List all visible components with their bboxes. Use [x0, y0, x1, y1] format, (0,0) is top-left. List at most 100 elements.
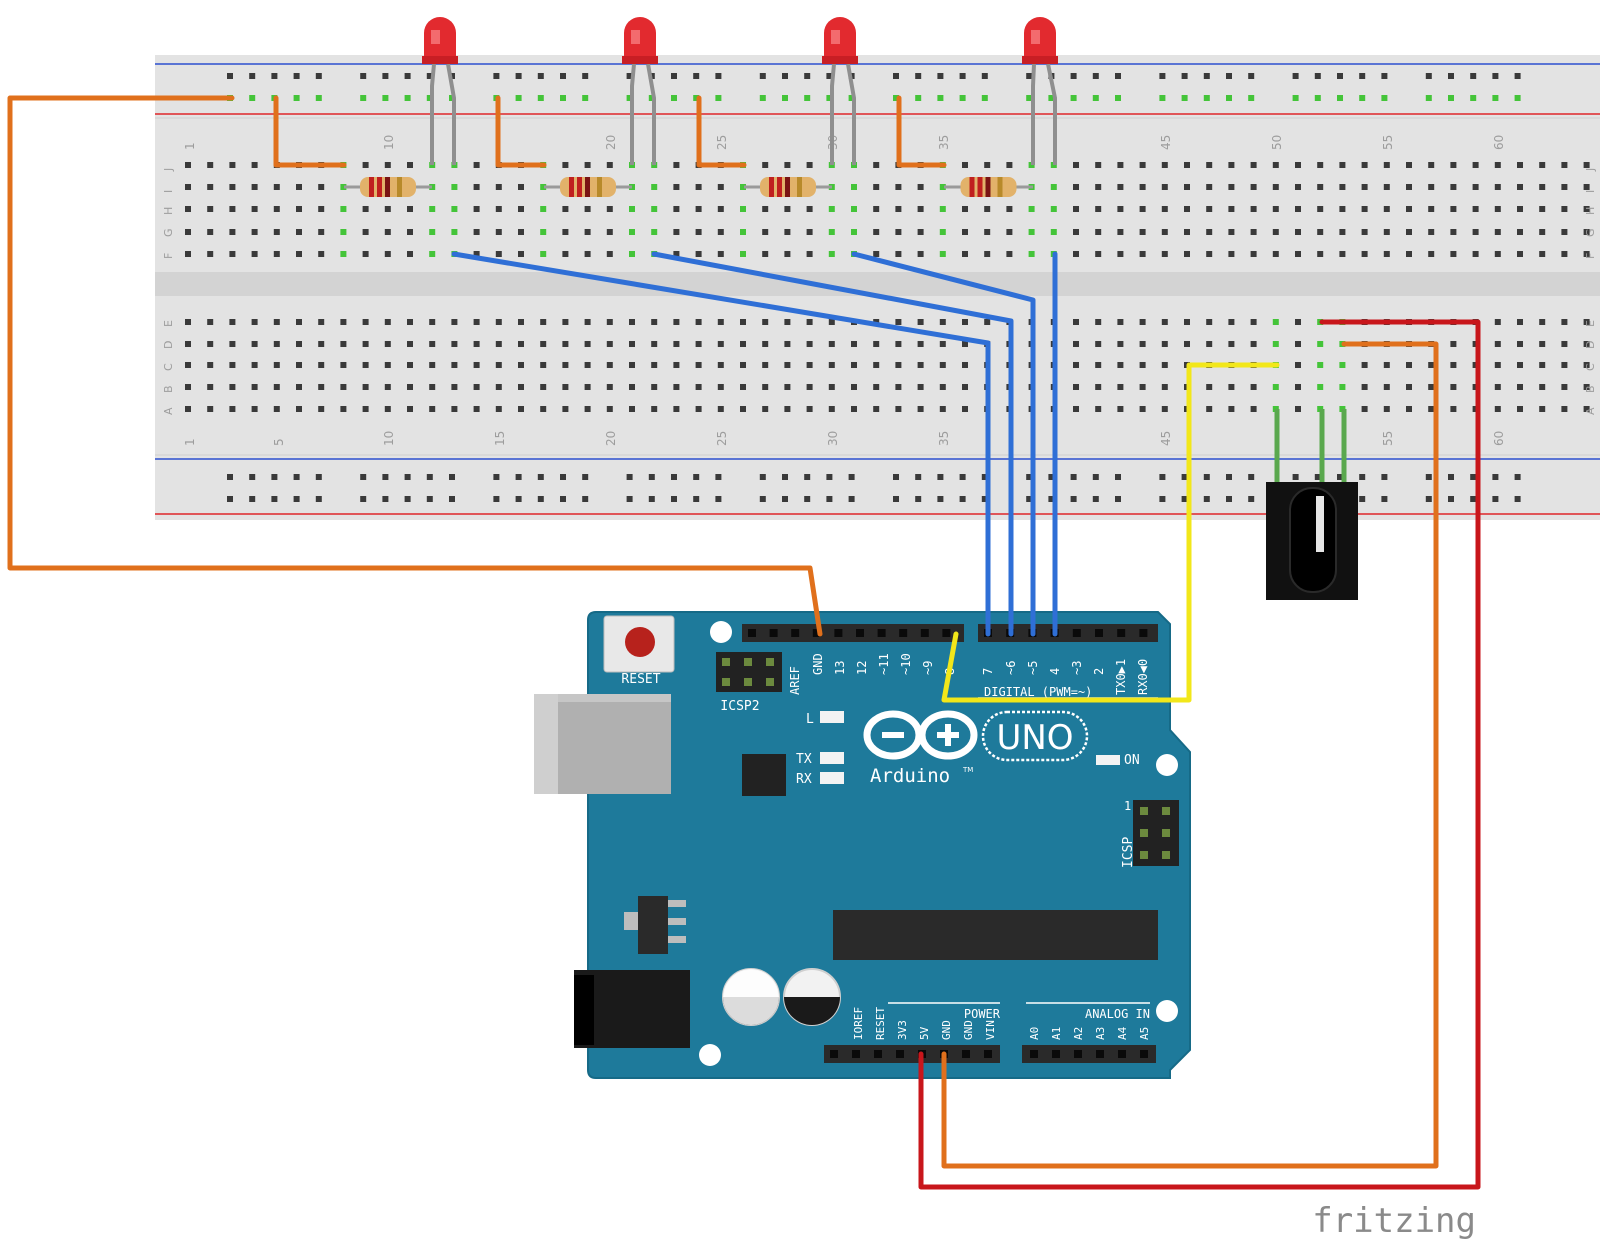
breadboard-hole: [1295, 406, 1301, 412]
breadboard-hole: [207, 206, 214, 212]
breadboard-hole: [717, 406, 724, 412]
reset-button-cap[interactable]: [625, 627, 655, 657]
breadboard-hole: [1117, 406, 1124, 412]
resistor-band: [969, 177, 975, 197]
breadboard-hole: [606, 406, 613, 412]
breadboard-hole: [229, 251, 236, 257]
row-letter-i: I: [162, 190, 175, 193]
breadboard-hole: [895, 341, 902, 347]
breadboard-hole: [784, 384, 791, 390]
breadboard-hole: [1095, 341, 1102, 347]
breadboard-hole: [584, 384, 591, 390]
rail-hole: [1514, 73, 1521, 79]
breadboard-hole: [584, 229, 591, 235]
breadboard-hole: [1228, 162, 1235, 168]
breadboard-hole: [806, 362, 813, 368]
breadboard-hole: [1406, 206, 1412, 212]
uno-text: UNO: [996, 718, 1073, 758]
breadboard-hole: [917, 229, 924, 235]
breadboard-hole: [540, 384, 547, 390]
breadboard-hole: [1406, 184, 1412, 190]
breadboard-hole: [495, 251, 502, 257]
led-leg-anode: [1046, 63, 1057, 165]
breadboard-hole: [651, 341, 658, 347]
breadboard-hole: [318, 206, 325, 212]
rail-hole: [560, 95, 566, 101]
breadboard-hole: [762, 162, 769, 168]
breadboard-hole: [1517, 206, 1523, 212]
breadboard-hole: [518, 406, 524, 412]
breadboard-hole: [1206, 206, 1213, 212]
breadboard-hole: [1295, 184, 1301, 190]
rail-hole: [1359, 73, 1366, 79]
breadboard-hole: [251, 341, 258, 347]
breadboard-hole: [296, 384, 302, 390]
breadboard-hole: [1117, 362, 1124, 368]
rail-hole: [537, 95, 544, 101]
rail-hole: [515, 95, 522, 101]
breadboard-hole: [1095, 384, 1102, 390]
breadboard-hole: [473, 406, 480, 412]
rail-hole: [671, 95, 677, 101]
header-pin: [748, 629, 756, 637]
breadboard-hole: [895, 229, 902, 235]
led-leg-cathode: [830, 63, 836, 165]
usb-chip: [742, 754, 786, 796]
breadboard-hole: [629, 206, 635, 212]
breadboard-hole: [1339, 162, 1346, 168]
wire-red-5v: [918, 319, 1481, 1190]
power-pin-label: IOREF: [852, 1007, 865, 1040]
resistor-band: [977, 177, 983, 197]
rail-hole: [826, 496, 833, 502]
breadboard-hole: [296, 362, 302, 368]
board-pcb: [587, 611, 1191, 1079]
rail-hole: [848, 95, 855, 101]
breadboard-hole: [1450, 184, 1457, 190]
resistor-band: [985, 177, 991, 197]
led-rim: [422, 56, 458, 64]
rail-hole: [848, 474, 855, 480]
rail-hole: [1425, 95, 1432, 101]
breadboard-hole: [695, 341, 702, 347]
rail-hole: [293, 496, 300, 502]
icsp2-label: ICSP2: [720, 699, 759, 714]
rail-hole: [1203, 95, 1210, 101]
rail-hole: [915, 73, 922, 79]
breadboard-hole: [806, 251, 813, 257]
breadboard-hole: [562, 406, 569, 412]
logo-minus: [882, 732, 904, 738]
breadboard-hole: [1539, 206, 1546, 212]
breadboard-hole: [1272, 229, 1279, 235]
breadboard-hole: [651, 229, 658, 235]
led-2: [622, 17, 658, 165]
breadboard-hole: [296, 319, 302, 325]
rail-hole: [759, 474, 766, 480]
breadboard-hole: [851, 406, 857, 412]
reset-label: RESET: [621, 672, 660, 687]
breadboard-hole: [1539, 341, 1546, 347]
rail-hole: [893, 73, 899, 79]
breadboard-hole: [1139, 162, 1146, 168]
breadboard-hole: [207, 384, 214, 390]
breadboard-hole: [495, 319, 502, 325]
breadboard-hole: [340, 406, 347, 412]
rail-hole: [693, 95, 700, 101]
breadboard-hole: [518, 362, 524, 368]
breadboard-hole: [1561, 362, 1568, 368]
header-pin: [1118, 1050, 1126, 1058]
col-num-top-50: 50: [1270, 135, 1284, 150]
breadboard-hole: [1494, 184, 1501, 190]
col-num-bottom-60: 60: [1492, 431, 1506, 446]
breadboard-hole: [806, 341, 813, 347]
resistors: [344, 177, 1033, 197]
header-pin: [1095, 629, 1103, 637]
breadboard-hole: [851, 229, 857, 235]
led-rim: [622, 56, 658, 64]
breadboard-hole: [762, 319, 769, 325]
regulator-leg: [668, 936, 686, 943]
breadboard-hole: [1117, 206, 1124, 212]
breadboard-hole: [340, 384, 347, 390]
breadboard-hole: [1450, 162, 1457, 168]
mounting-hole-1: [710, 621, 732, 643]
